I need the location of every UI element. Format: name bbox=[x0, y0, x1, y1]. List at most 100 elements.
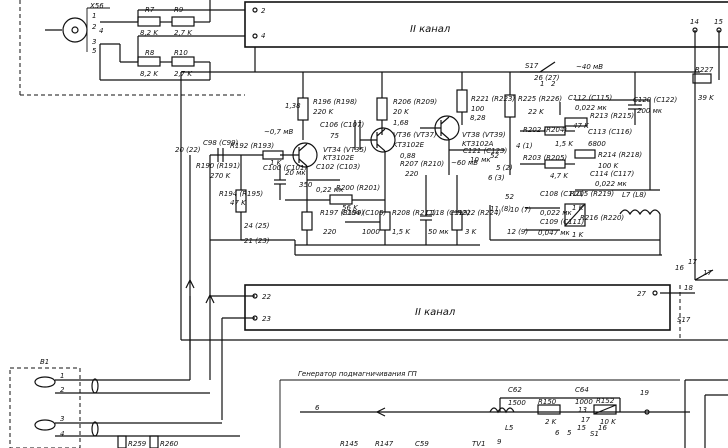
r8-ref: R8 bbox=[145, 49, 155, 57]
connector-pin-4: 4 bbox=[99, 27, 103, 35]
r152-ref: R152 bbox=[596, 397, 615, 405]
c64-value: 1000 bbox=[575, 398, 593, 406]
c64-ref: C64 bbox=[575, 386, 589, 394]
r214-value: 100 K bbox=[598, 162, 620, 170]
r208-ref: R208 (R211) bbox=[392, 209, 436, 217]
connector-label: X56 bbox=[89, 2, 104, 10]
c62-ref: C62 bbox=[508, 386, 522, 394]
pin-4-1: 4 (1) bbox=[516, 142, 533, 150]
resistor-r221: R221 (R223) 100 8,28 bbox=[456, 72, 515, 125]
pin-20-22: 20 (22) bbox=[175, 146, 201, 154]
c120-ref: C120 (C122) bbox=[633, 96, 677, 104]
r259-ref: R259 bbox=[128, 440, 147, 448]
c121-value: 10 мк bbox=[470, 156, 491, 164]
c108-value: 0,022 мк bbox=[540, 209, 573, 217]
transistor-vt34: VT34 (VT35) KT3102E bbox=[280, 142, 367, 200]
generator-label: Генератор подмагничивания ГП bbox=[298, 370, 417, 378]
pin-52-a: 52 bbox=[490, 152, 499, 160]
arrow-up-icon-2 bbox=[205, 293, 215, 304]
capacitor-c98: C98 (C99) bbox=[203, 139, 239, 162]
resistor-r7-r9-row: R7 8,2 K R9 2,7 K bbox=[100, 0, 245, 37]
resistor-r259-r260: R259 R260 bbox=[117, 435, 179, 448]
r8-value: 8,2 K bbox=[140, 70, 159, 78]
capacitor-c120: C120 (C122) 200 мк bbox=[628, 72, 677, 125]
head-b1: B1 1 2 3 4 bbox=[9, 358, 240, 448]
c112-value: 0,022 мк bbox=[575, 104, 608, 112]
r196-ref: R196 (R198) bbox=[313, 98, 357, 106]
capacitor-c112: C112 (C115) 0,022 мк bbox=[559, 94, 612, 115]
resistor-r208: R208 (R211) 1,5 K bbox=[379, 205, 436, 245]
r213-value: 47 K bbox=[573, 122, 590, 130]
pin-52-b: 52 bbox=[505, 193, 514, 201]
pin-14-15: 14 15 bbox=[690, 18, 723, 280]
c102-ref: C102 (C103) bbox=[316, 163, 360, 171]
switch-s1-label: S1 bbox=[590, 430, 599, 438]
r10-ref: R10 bbox=[174, 49, 188, 57]
block-top-pin-4: 4 bbox=[261, 32, 265, 40]
c62-value: 1500 bbox=[508, 399, 526, 407]
c109-value: 0,047 мк bbox=[538, 229, 571, 237]
vt38-ref: VT38 (VT39) bbox=[462, 131, 506, 139]
voltage-40mv: ~40 мВ bbox=[576, 63, 603, 71]
voltage-828: 8,28 bbox=[470, 114, 486, 122]
resistor-r197: R197 (R199) 220 bbox=[301, 200, 364, 245]
l7-label: L7 (L8) bbox=[622, 191, 647, 199]
generator-section: Генератор подмагничивания ГП 6 19 C62 15… bbox=[279, 370, 728, 448]
voltage-168: 1,68 bbox=[393, 119, 409, 127]
c118-ref: C118 (C119) bbox=[426, 209, 470, 217]
r225-ref: R225 (R226) bbox=[518, 95, 562, 103]
arrow-left-icon bbox=[375, 407, 386, 417]
r206-ref: R206 (R209) bbox=[393, 98, 437, 106]
r215-ref: R215 (R219) bbox=[570, 190, 614, 198]
block-bottom-pin-27: 27 bbox=[637, 290, 646, 298]
capacitor-c100: C100 (C101) 20 мк 350 bbox=[263, 164, 313, 200]
r213-ref: R213 (R215) bbox=[590, 112, 634, 120]
r200-value: 56 K bbox=[342, 204, 359, 212]
capacitor-c102: C102 (C103) 0,22 мк bbox=[307, 163, 360, 194]
pin-16: 16 bbox=[675, 264, 684, 272]
vt36-ref: VT36 (VT37) bbox=[393, 131, 437, 139]
r216-value: 1 K bbox=[572, 231, 585, 239]
capacitor-c108: C108 (C110) 0,022 мк bbox=[525, 190, 584, 217]
c112-ref: C112 (C115) bbox=[568, 94, 612, 102]
resistor-r214: R214 (R218) 100 K bbox=[574, 149, 642, 170]
c113-ref: C113 (C116) bbox=[588, 128, 632, 136]
gen-pin-15: 15 bbox=[577, 424, 586, 432]
r222-ref: R222 (R224) bbox=[457, 209, 501, 217]
block-channel-2-top: II канал 2 4 bbox=[244, 1, 728, 48]
c102-value: 0,22 мк bbox=[316, 186, 344, 194]
c104-ref: C104 (C105) bbox=[342, 209, 386, 217]
r197-ref: R197 (R199) bbox=[320, 209, 364, 217]
voltage-088: 0,88 bbox=[400, 152, 416, 160]
vt38-type: KT3102A bbox=[462, 140, 494, 148]
b1-pin-4: 4 bbox=[60, 430, 64, 438]
pin-11-8: 11 (8) bbox=[490, 205, 511, 213]
c114-ref: C114 (C117) bbox=[590, 170, 634, 178]
r221-value: 100 bbox=[471, 105, 485, 113]
c-350-value: 350 bbox=[299, 181, 313, 189]
r192-value: 1 K bbox=[270, 159, 283, 167]
r194-value: 47 K bbox=[230, 199, 247, 207]
switch-s17: S17 1 2 ~40 мВ 26 (27) bbox=[520, 61, 603, 88]
c109-ref: C109 (C111) bbox=[540, 218, 584, 226]
connector-pin-5: 5 bbox=[92, 47, 97, 55]
c118-value: 50 мк bbox=[428, 228, 449, 236]
block-bottom-label: II канал bbox=[415, 307, 456, 318]
connector-pin-2: 2 bbox=[92, 23, 97, 31]
block-bottom-pin-22: 22 bbox=[262, 293, 271, 301]
switch-s17b-label: S17 bbox=[677, 316, 691, 324]
r150-ref: R150 bbox=[538, 398, 557, 406]
vt34-type: KT3102E bbox=[323, 154, 355, 162]
pin-15: 15 bbox=[714, 18, 723, 26]
c100-value: 20 мк bbox=[285, 169, 306, 177]
c114-value: 0,022 мк bbox=[595, 180, 628, 188]
switch-s17-right: 16 17 17 18 S17 bbox=[675, 258, 728, 340]
l5-label: L5 bbox=[505, 424, 514, 432]
connector-x56: X56 1 2 4 3 5 bbox=[45, 2, 110, 55]
r216-ref: R216 (R220) bbox=[580, 214, 624, 222]
r206-value: 20 K bbox=[393, 108, 410, 116]
block-top-pin-2: 2 bbox=[261, 7, 266, 15]
resistor-r225: R225 (R226) 22 K bbox=[504, 72, 562, 135]
arrow-up-icon bbox=[185, 278, 195, 289]
